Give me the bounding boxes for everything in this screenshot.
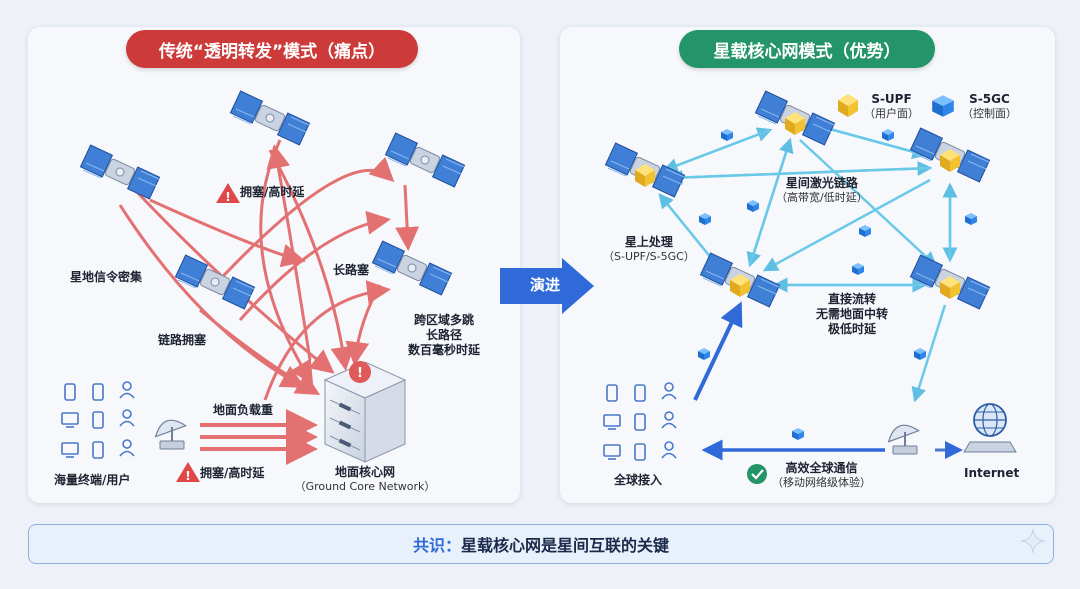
s-upf-legend-label: S-UPF （用户面） [864,92,919,121]
consensus-text: 星载核心网是星间互联的关键 [461,536,670,555]
consensus-bar: 共识： 星载核心网是星间互联的关键 [28,524,1054,564]
warning-icon-top: ! [216,183,240,204]
global-comm-subtitle: （移动网络级体验） [772,476,871,489]
congestion-warning-bottom: 拥塞/高时延 [200,464,264,481]
ground-core-server-icon: ! [323,361,407,463]
evolve-arrow-icon [500,258,594,314]
left-panel-title: 传统“透明转发”模式（痛点） [126,30,418,68]
terminals-right-icon [603,382,677,461]
satellite-left-2 [79,144,161,200]
satellite-left-4 [174,254,256,310]
direct-relay-label: 直接流转 无需地面中转 极低时延 [816,292,889,336]
s-upf-subtitle: （用户面） [864,107,919,120]
uplink-arrow [693,301,743,401]
consensus-prefix: 共识： [412,536,461,555]
warning-icon-bottom: ! [176,462,200,483]
sparkle-icon [1020,528,1046,554]
ground-core-subtitle: （Ground Core Network） [294,480,436,493]
right-panel-title: 星载核心网模式（优势） [679,30,935,68]
link-congestion-label: 链路拥塞 [158,333,207,347]
svg-text:!: ! [357,366,363,381]
s-5gc-subtitle: （控制面） [962,107,1017,120]
isl-title: 星间激光链路 [785,176,858,190]
long-route-label: 长路塞 [333,263,370,277]
s-upf-title: S-UPF [871,92,912,106]
onboard-processing-label: 星上处理 （S-UPF/S-5GC） [603,235,695,264]
svg-text:!: ! [185,469,190,483]
onboard-title: 星上处理 [624,235,673,249]
s-5gc-legend-label: S-5GC （控制面） [962,92,1017,121]
check-icon [747,464,767,484]
left-red-arrows [118,139,420,401]
ground-core-label: 地面核心网 （Ground Core Network） [290,465,440,494]
isl-subtitle: （高带宽/低时延） [776,191,868,204]
ground-core-title: 地面核心网 [334,465,395,479]
satellite-left-1 [229,90,311,146]
onboard-subtitle: （S-UPF/S-5GC） [603,250,695,263]
legend-s-upf-icon [838,94,858,117]
dense-signaling-label: 星地信令密集 [70,270,143,284]
global-comm-label: 高效全球通信 （移动网络级体验） [772,461,871,490]
global-comm-title: 高效全球通信 [785,461,858,475]
warning-text: 拥塞/高时延 [200,466,265,480]
ground-load-label: 地面负载重 [213,403,274,417]
svg-text:!: ! [225,190,230,204]
global-access-label: 全球接入 [614,473,663,487]
internet-globe-icon [963,403,1017,453]
congestion-warning-top: 拥塞/高时延 [240,183,304,200]
ground-load-arrows [200,409,318,465]
satellite-left-3 [384,132,466,188]
terminals-left-icon [61,381,135,459]
s-5gc-title: S-5GC [969,92,1010,106]
dish-right-icon [883,419,920,455]
satellite-left-5 [371,240,453,296]
evolve-label: 演进 [529,276,560,294]
right-panel [560,27,1055,503]
legend-s-5gc-icon [932,95,954,117]
terminals-label: 海量终端/用户 [54,473,131,487]
warning-text: 拥塞/高时延 [240,185,305,199]
isl-label: 星间激光链路 （高带宽/低时延） [776,176,868,205]
multi-hop-label: 跨区域多跳 长路径 数百毫秒时延 [408,313,481,357]
dish-left-icon [150,414,187,450]
internet-label: Internet [964,466,1020,480]
